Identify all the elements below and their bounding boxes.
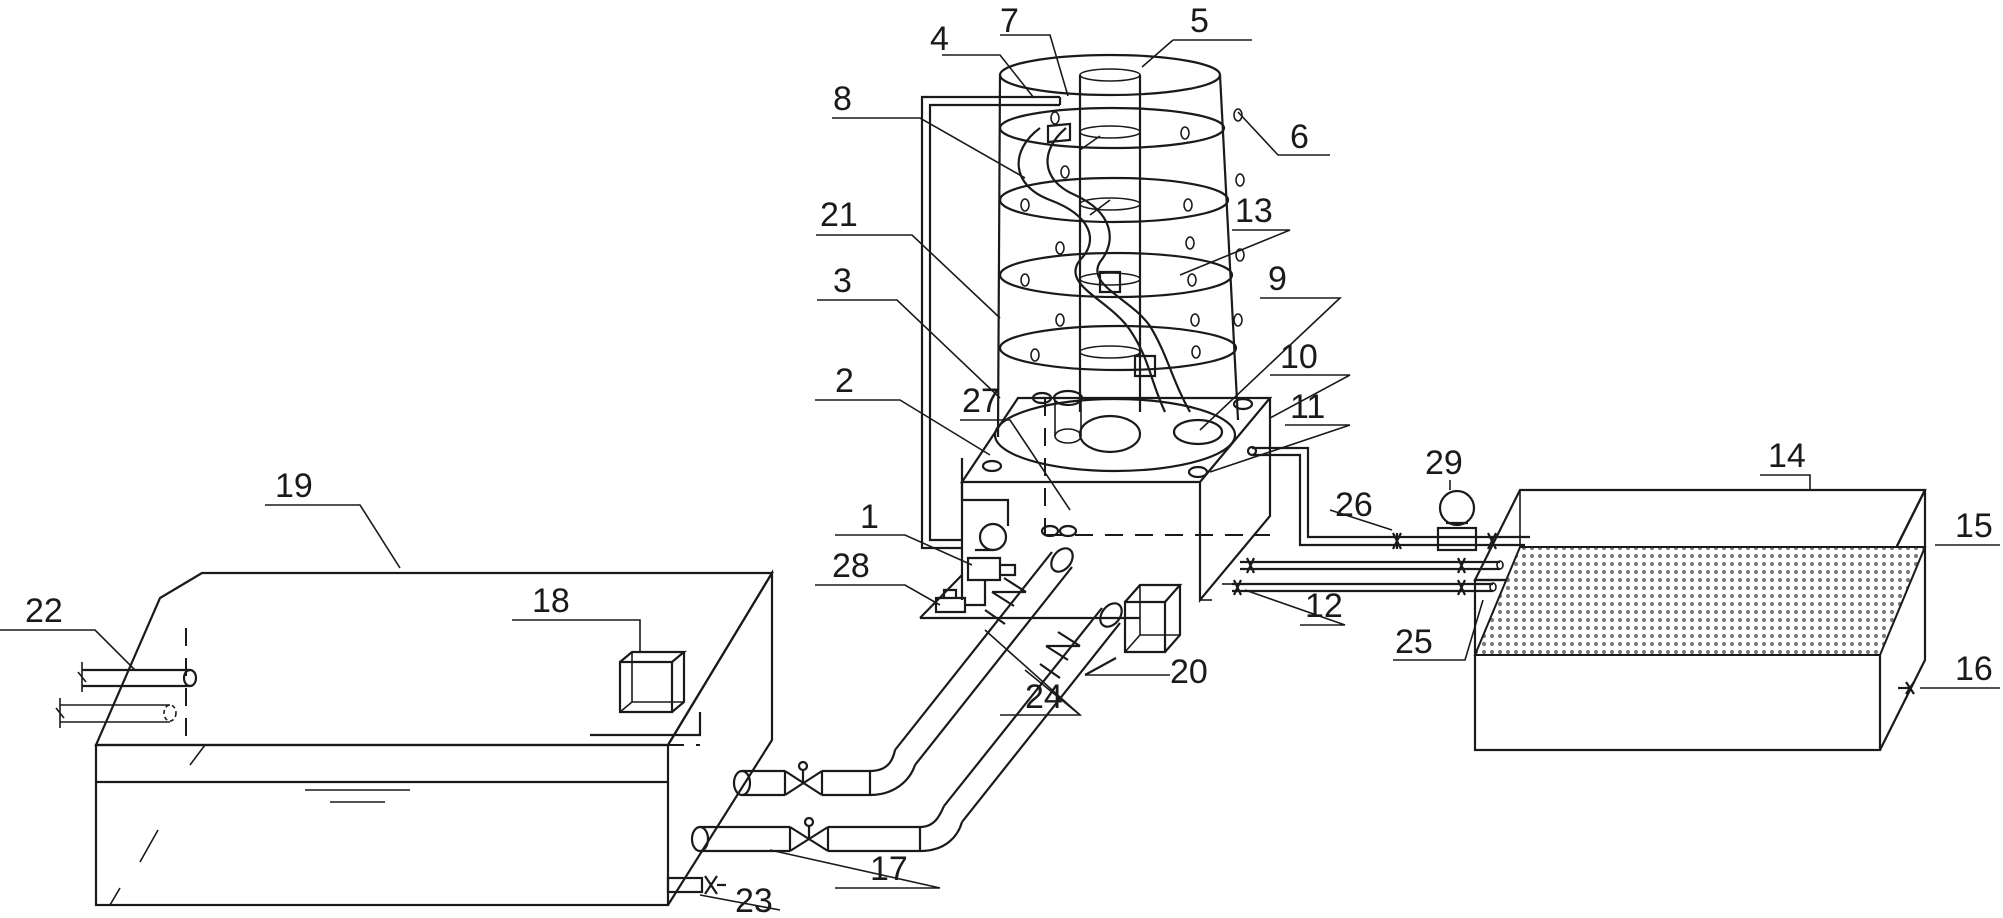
filter-box bbox=[590, 650, 702, 737]
connecting-pipes bbox=[690, 547, 1123, 853]
settling-tank bbox=[1473, 488, 1927, 752]
label-11: 11 bbox=[1290, 388, 1325, 426]
label-19: 19 bbox=[275, 467, 313, 505]
label-21: 21 bbox=[820, 196, 858, 234]
label-4: 4 bbox=[930, 20, 949, 58]
cylinder-column bbox=[993, 53, 1245, 538]
leader-lines bbox=[0, 34, 2000, 911]
drain-valve bbox=[666, 875, 726, 895]
label-24: 24 bbox=[1025, 678, 1063, 716]
label-7: 7 bbox=[1000, 2, 1019, 40]
label-5: 5 bbox=[1190, 2, 1209, 40]
part-labels: 5 4 7 8 6 13 21 3 9 2 10 27 11 1 28 12 2… bbox=[25, 2, 1993, 918]
inlet-pipes bbox=[55, 662, 198, 728]
reservoir-tank bbox=[94, 569, 774, 907]
label-10: 10 bbox=[1280, 338, 1318, 376]
label-26: 26 bbox=[1335, 486, 1373, 524]
label-12: 12 bbox=[1305, 587, 1343, 625]
label-16: 16 bbox=[1955, 650, 1993, 688]
label-13: 13 bbox=[1235, 192, 1273, 230]
base-box bbox=[919, 391, 1273, 620]
label-22: 22 bbox=[25, 592, 63, 630]
recirculation-line bbox=[920, 95, 1062, 614]
label-18: 18 bbox=[532, 582, 570, 620]
label-1: 1 bbox=[860, 498, 879, 536]
label-6: 6 bbox=[1290, 118, 1309, 156]
label-17: 17 bbox=[870, 850, 908, 888]
transfer-pipes bbox=[1222, 445, 1530, 596]
label-3: 3 bbox=[833, 262, 852, 300]
label-8: 8 bbox=[833, 80, 852, 118]
label-25: 25 bbox=[1395, 623, 1433, 661]
label-28: 28 bbox=[832, 547, 870, 585]
label-23: 23 bbox=[735, 882, 773, 918]
label-15: 15 bbox=[1955, 507, 1993, 545]
control-box bbox=[1084, 583, 1183, 676]
label-20: 20 bbox=[1170, 653, 1208, 691]
label-14: 14 bbox=[1768, 437, 1806, 475]
label-29: 29 bbox=[1425, 444, 1463, 482]
label-2: 2 bbox=[835, 362, 854, 400]
label-9: 9 bbox=[1268, 260, 1287, 298]
label-27: 27 bbox=[962, 382, 1000, 420]
